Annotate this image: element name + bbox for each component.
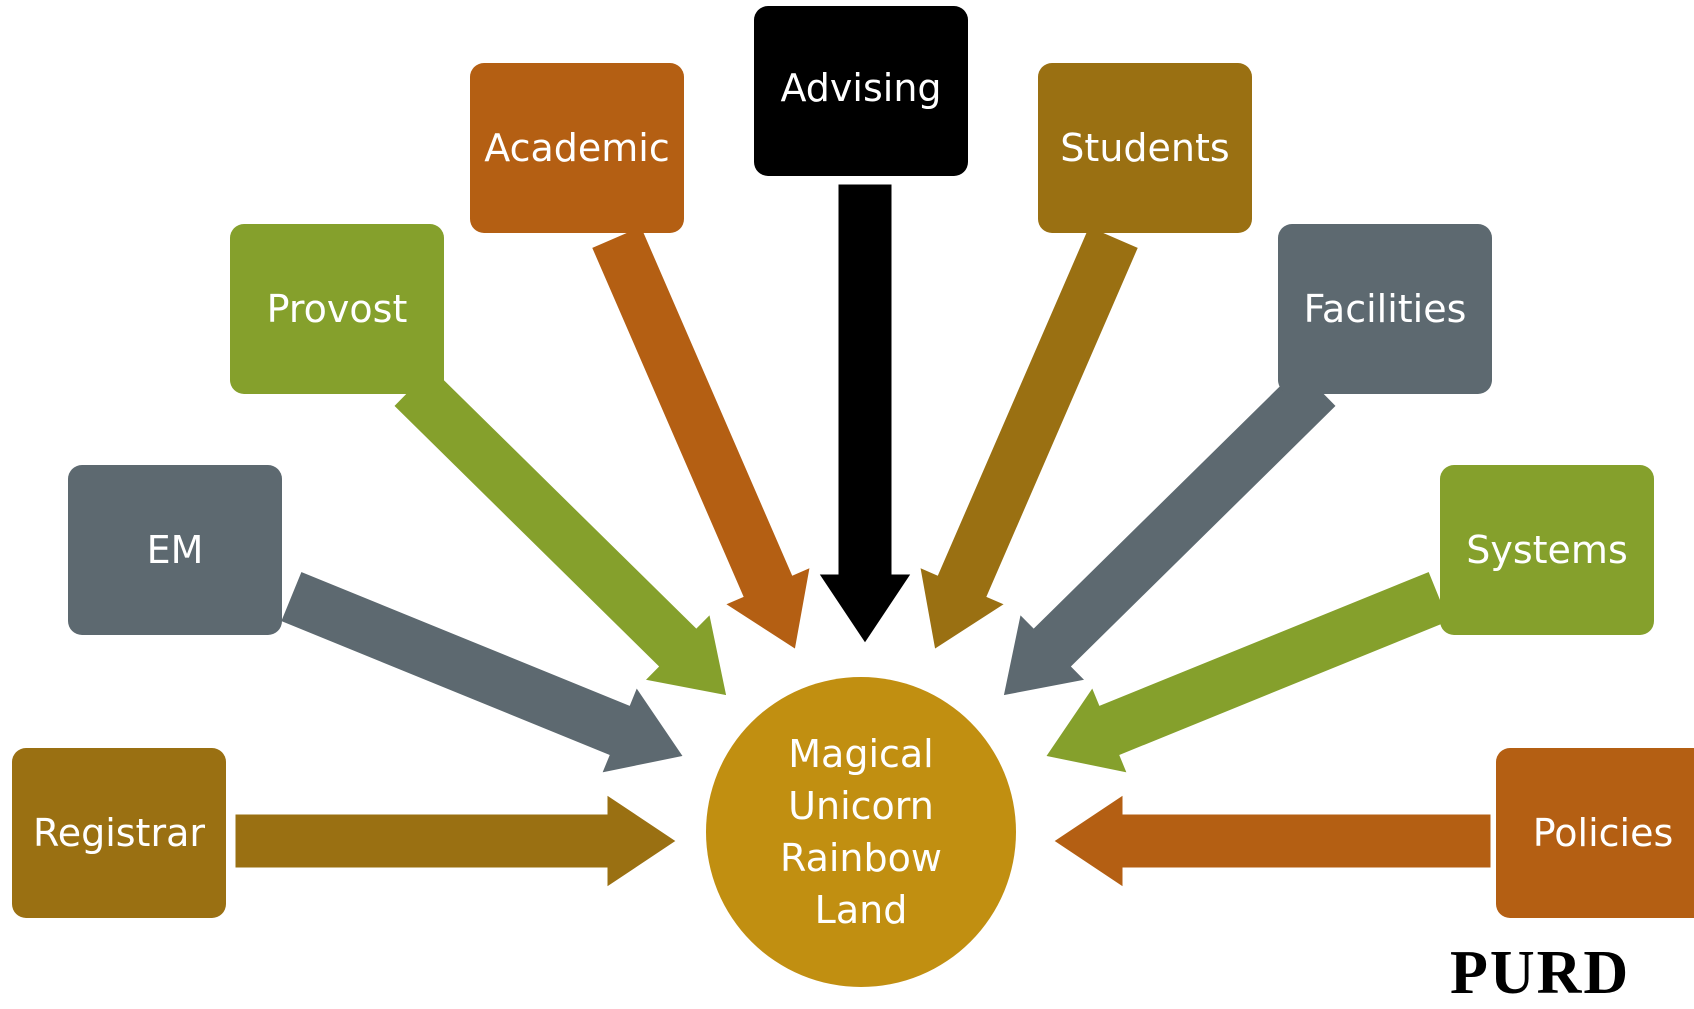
node-em: EM	[68, 465, 282, 635]
node-students: Students	[1038, 63, 1252, 233]
arrow-policies	[1049, 790, 1494, 892]
arrow-systems	[1041, 568, 1453, 777]
arrow-provost	[390, 363, 730, 699]
arrow-em	[277, 568, 688, 777]
university-logo: PURD	[1450, 939, 1631, 1007]
node-policies: Policies	[1496, 748, 1694, 918]
arrow-academic	[588, 222, 814, 654]
hub-line-1: Magical	[788, 732, 934, 776]
node-systems: Systems	[1440, 465, 1654, 635]
node-facilities: Facilities	[1278, 224, 1492, 394]
node-academic: Academic	[470, 63, 684, 233]
arrow-students	[916, 222, 1142, 654]
center-hub: Magical Unicorn Rainbow Land	[706, 677, 1016, 987]
hub-line-4: Land	[814, 888, 908, 932]
node-registrar: Registrar	[12, 748, 226, 918]
hub-line-2: Unicorn	[788, 784, 934, 828]
arrow-facilities	[1000, 363, 1340, 699]
node-provost: Provost	[230, 224, 444, 394]
arrow-registrar	[232, 790, 681, 892]
hub-line-3: Rainbow	[780, 836, 942, 880]
arrow-advising	[814, 181, 916, 648]
node-advising: Advising	[754, 6, 968, 176]
